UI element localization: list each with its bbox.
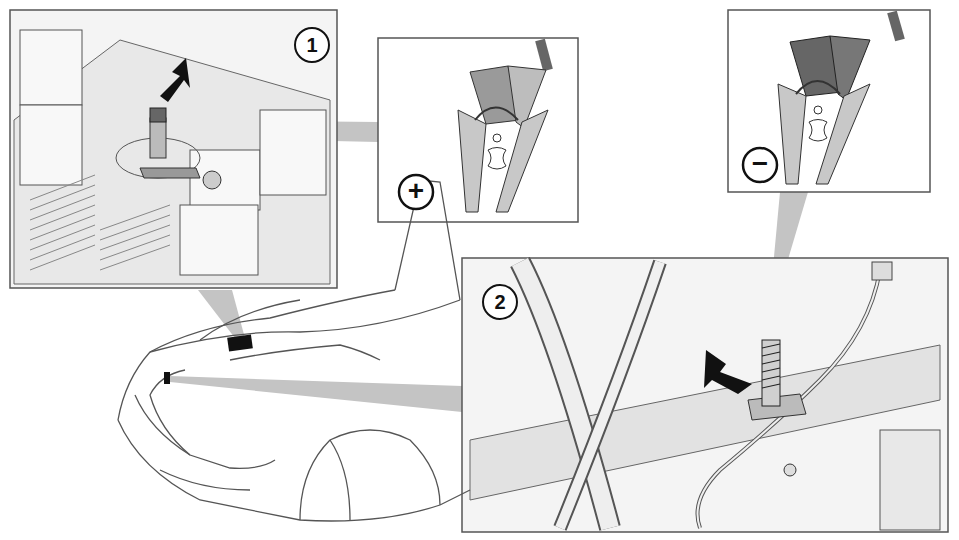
- polarity-sign: +: [408, 177, 424, 205]
- pointer-arrow: [160, 58, 190, 102]
- fuse-box-marker: [227, 334, 253, 351]
- callout-circle: [483, 285, 517, 319]
- car-outline: [118, 180, 470, 521]
- callout-number: 1: [306, 35, 317, 55]
- negative-clamp-panel: [728, 10, 930, 192]
- callout-number: 2: [494, 292, 505, 312]
- ground-point-panel: [462, 258, 948, 532]
- leader-wedge: [170, 376, 462, 412]
- pointer-arrow: [704, 350, 752, 394]
- callout-circle: [399, 175, 433, 209]
- polarity-sign: −: [752, 150, 768, 178]
- positive-clamp-panel: [378, 38, 578, 222]
- ground-marker: [164, 372, 170, 384]
- callout-circle: [743, 148, 777, 182]
- callout-circle: [295, 28, 329, 62]
- fuse-box-panel: [10, 10, 337, 288]
